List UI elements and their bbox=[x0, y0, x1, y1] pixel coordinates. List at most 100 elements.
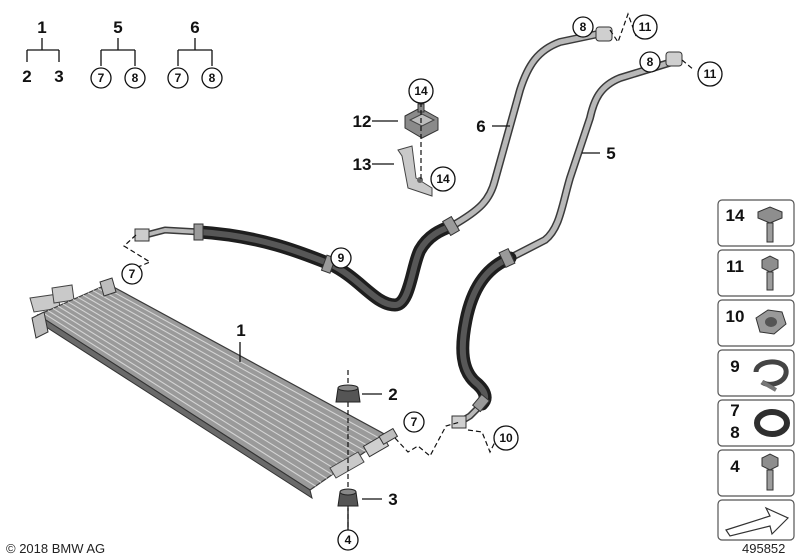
line-9-crimp-sleeve bbox=[193, 223, 204, 241]
line-5-lower-fitting bbox=[451, 415, 467, 429]
oil-line-9 bbox=[134, 219, 459, 312]
hierarchy-child-8b: 8 bbox=[209, 71, 216, 85]
line-6-end-fitting bbox=[595, 26, 613, 42]
hierarchy-parent-5: 5 bbox=[113, 18, 122, 37]
oil-line-6 bbox=[441, 26, 613, 237]
hierarchy-legend: 1 2 3 5 7 8 6 7 8 bbox=[22, 18, 223, 89]
callout-12: 12 bbox=[353, 112, 372, 131]
line-5-pipe bbox=[507, 59, 675, 261]
callout-circle-4 bbox=[337, 529, 359, 551]
callout-circle-7a bbox=[121, 263, 143, 285]
hierarchy-parent-6: 6 bbox=[190, 18, 199, 37]
callout-circle-11b bbox=[697, 61, 723, 87]
callout-7a: 7 bbox=[129, 267, 136, 281]
bracket-13-hole bbox=[417, 177, 423, 183]
panel-label-9: 9 bbox=[730, 357, 739, 376]
line-6-pipe-outline bbox=[448, 30, 602, 230]
callout-7b: 7 bbox=[411, 415, 418, 429]
panel-label-7: 7 bbox=[730, 401, 739, 420]
line-5-hose-outline bbox=[456, 251, 517, 411]
nut-10-hole bbox=[765, 317, 777, 327]
arrow-icon bbox=[725, 506, 790, 537]
part-2-damper-top bbox=[337, 384, 359, 392]
screw-14-shank bbox=[766, 222, 774, 243]
callout-circle-11a bbox=[632, 14, 658, 40]
hierarchy-child-3: 3 bbox=[54, 67, 63, 86]
part-3-nut-top bbox=[339, 488, 357, 496]
callout-circle-7b bbox=[403, 411, 425, 433]
callout-1: 1 bbox=[236, 321, 245, 340]
line-9-connector bbox=[134, 228, 150, 242]
cooler-end-tank-left bbox=[31, 311, 49, 339]
hierarchy-parent-1: 1 bbox=[37, 18, 46, 37]
hierarchy-bracket-1 bbox=[26, 38, 60, 62]
hierarchy-bracket-5 bbox=[100, 38, 136, 66]
small-parts-panel: 14 11 10 9 7 8 4 bbox=[717, 199, 795, 541]
callout-3: 3 bbox=[388, 490, 397, 509]
line-6-pipe bbox=[449, 31, 601, 229]
hierarchy-circle-7b bbox=[167, 67, 189, 89]
dash-cooler-to-line-5 bbox=[394, 421, 461, 457]
callout-8b: 8 bbox=[647, 55, 654, 69]
damper-parts bbox=[335, 370, 361, 530]
line-5-pipe-outline bbox=[506, 58, 676, 262]
callout-10: 10 bbox=[499, 431, 513, 445]
callouts: 1 2 3 4 5 6 7 7 8 8 9 10 11 11 12 13 14 … bbox=[121, 14, 723, 551]
panel-label-10: 10 bbox=[726, 307, 745, 326]
line-5-hose bbox=[459, 255, 513, 407]
callout-circle-9 bbox=[330, 247, 352, 269]
callout-2: 2 bbox=[388, 385, 397, 404]
bolt-11-shank bbox=[766, 271, 774, 291]
clip-9-icon bbox=[753, 359, 789, 387]
callout-11a: 11 bbox=[639, 20, 652, 34]
panel-label-4: 4 bbox=[730, 457, 740, 476]
hierarchy-child-7: 7 bbox=[98, 71, 105, 85]
callout-5: 5 bbox=[606, 144, 615, 163]
dash-line-5-to-11 bbox=[681, 59, 695, 71]
callout-14b: 14 bbox=[436, 172, 450, 186]
hierarchy-child-2: 2 bbox=[22, 67, 31, 86]
copyright-text: © 2018 BMW AG bbox=[6, 541, 105, 556]
hierarchy-bracket-6 bbox=[177, 38, 213, 66]
clip-9-tab bbox=[761, 380, 777, 392]
screw-14-icon bbox=[757, 206, 783, 224]
callout-11b: 11 bbox=[704, 67, 717, 81]
line-9-hose bbox=[197, 223, 455, 308]
line-5-end-fitting bbox=[665, 51, 683, 67]
hierarchy-circle-8 bbox=[124, 67, 146, 89]
cooler-end-tank-top bbox=[99, 277, 117, 297]
line-6-sleeve bbox=[441, 215, 461, 237]
screw-4-shank bbox=[766, 469, 774, 491]
callout-circle-14b bbox=[430, 166, 456, 192]
bolt-11-icon bbox=[761, 255, 779, 273]
oil-cooler bbox=[29, 277, 399, 500]
holder-part-12-top bbox=[408, 113, 436, 127]
callout-13: 13 bbox=[353, 155, 372, 174]
callout-circle-8a bbox=[572, 16, 594, 38]
dash-line-6-to-11 bbox=[609, 12, 637, 44]
cooler-lower-bracket bbox=[329, 451, 365, 479]
panel-label-11: 11 bbox=[726, 257, 744, 276]
cooler-fins bbox=[42, 285, 383, 487]
callout-circle-8b bbox=[639, 51, 661, 73]
hierarchy-circle-7 bbox=[90, 67, 112, 89]
leader-lines bbox=[239, 120, 600, 530]
callout-4: 4 bbox=[345, 533, 352, 547]
screw-4-icon bbox=[761, 453, 779, 471]
hierarchy-circle-8b bbox=[201, 67, 223, 89]
callout-circle-10 bbox=[493, 425, 519, 451]
line-5-sleeve-lower bbox=[471, 393, 491, 413]
hierarchy-child-7b: 7 bbox=[175, 71, 182, 85]
panel-label-14: 14 bbox=[726, 206, 745, 225]
hierarchy-child-8: 8 bbox=[132, 71, 139, 85]
dash-line-5-to-10 bbox=[467, 429, 497, 454]
bracket-part-13 bbox=[397, 145, 433, 197]
cooler-outlet-pipe-stub bbox=[378, 427, 399, 446]
line-9-pipe-end bbox=[140, 228, 202, 238]
callout-9: 9 bbox=[338, 251, 345, 265]
oil-line-5 bbox=[451, 51, 683, 429]
callout-circle-14a bbox=[408, 78, 434, 104]
callout-8a: 8 bbox=[580, 20, 587, 34]
bracket-parts bbox=[397, 102, 439, 197]
